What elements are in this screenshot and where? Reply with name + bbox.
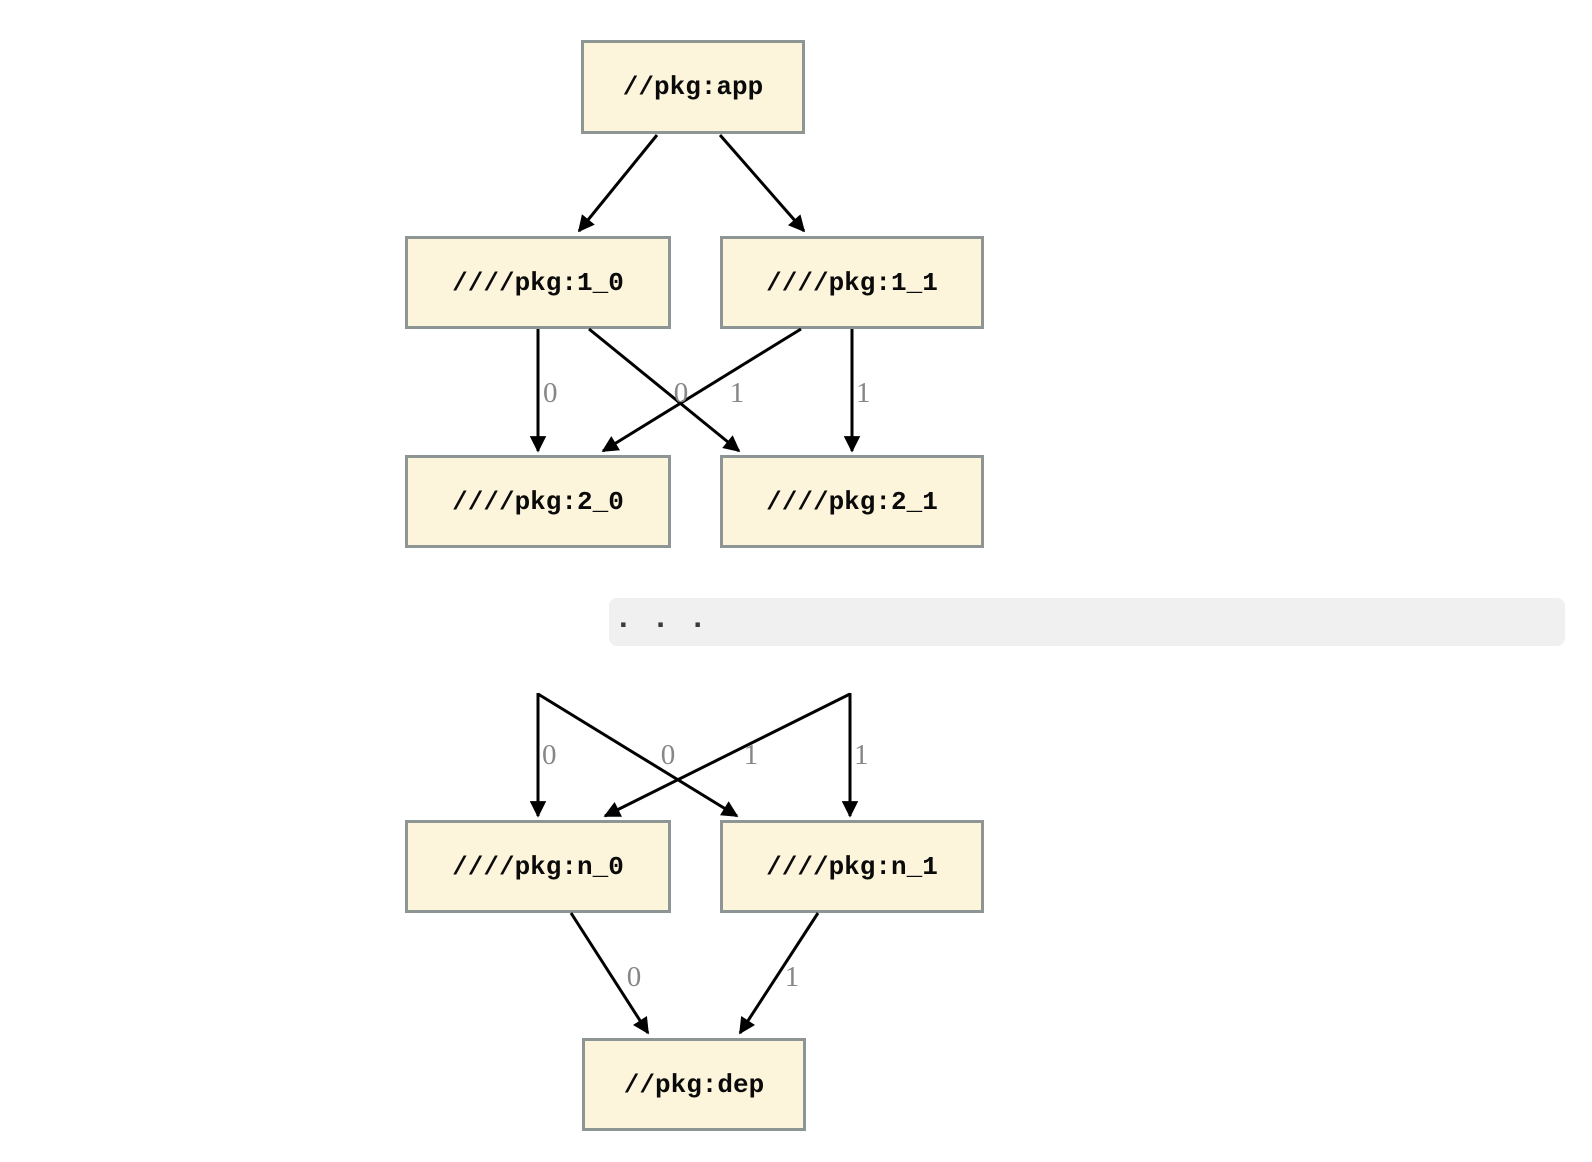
edge-1_0-to-2_1 xyxy=(588,327,741,453)
node-pkg-dep: //pkg:dep xyxy=(582,1038,806,1131)
edge-label: 0 xyxy=(627,961,642,993)
edge-label: 0 xyxy=(543,377,558,409)
edge-label: 0 xyxy=(661,739,676,771)
node-pkg-2-0: ////pkg:2_0 xyxy=(405,455,671,548)
edge-app-to-1_0 xyxy=(577,134,659,233)
node-label: ////pkg:1_1 xyxy=(766,267,938,298)
edge-n_0-to-dep xyxy=(569,912,650,1035)
edge-label: 1 xyxy=(730,377,745,409)
edge-n_1-to-dep xyxy=(738,912,820,1035)
node-label: ////pkg:2_0 xyxy=(452,486,624,517)
edge-label: 1 xyxy=(856,377,871,409)
edge-label: 1 xyxy=(744,739,759,771)
node-pkg-n-1: ////pkg:n_1 xyxy=(720,820,984,913)
edge-label: 0 xyxy=(674,377,689,409)
node-pkg-1-1: ////pkg:1_1 xyxy=(720,236,984,329)
edge-label: 1 xyxy=(785,961,800,993)
edge-prev1-to-n_0 xyxy=(603,692,851,818)
node-label: //pkg:dep xyxy=(623,1069,765,1100)
node-label: ////pkg:1_0 xyxy=(452,267,624,298)
ellipsis-dots: . . . xyxy=(614,602,708,637)
ellipsis-band xyxy=(609,598,1565,646)
node-label: ////pkg:n_0 xyxy=(452,851,624,882)
node-pkg-app: //pkg:app xyxy=(581,40,805,134)
edge-app-to-1_1 xyxy=(718,134,806,233)
edge-label: 0 xyxy=(542,739,557,771)
edge-label: 1 xyxy=(854,739,869,771)
node-pkg-n-0: ////pkg:n_0 xyxy=(405,820,671,913)
node-pkg-2-1: ////pkg:2_1 xyxy=(720,455,984,548)
node-pkg-1-0: ////pkg:1_0 xyxy=(405,236,671,329)
node-label: ////pkg:n_1 xyxy=(766,851,938,882)
node-label: //pkg:app xyxy=(622,72,764,102)
edge-1_1-to-2_0 xyxy=(601,327,802,453)
edge-prev0-to-n_1 xyxy=(537,692,739,818)
node-label: ////pkg:2_1 xyxy=(766,486,938,517)
